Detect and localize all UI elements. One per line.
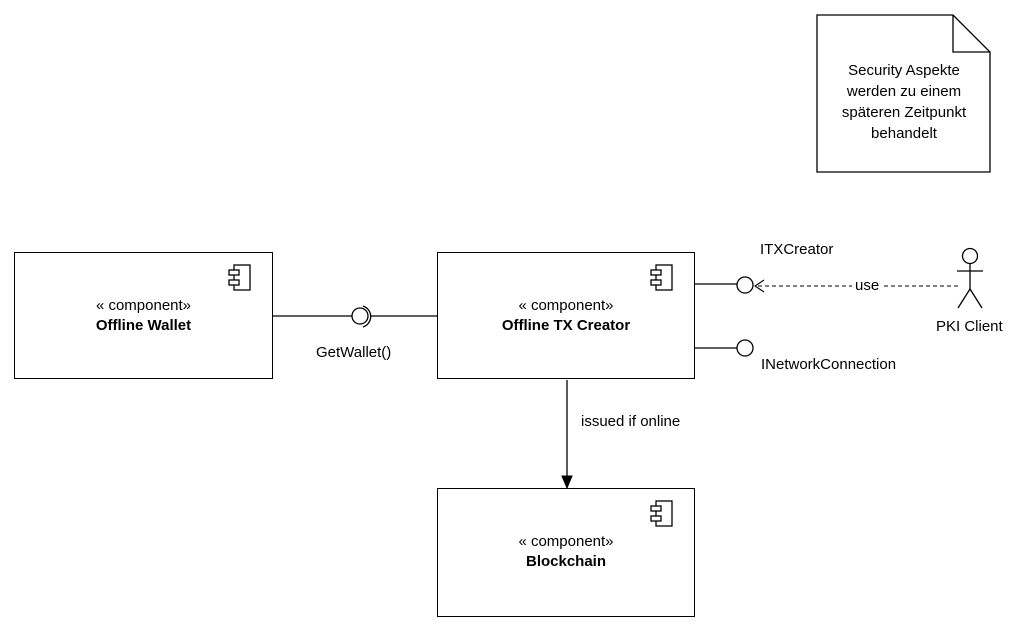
offline-wallet-component[interactable]: « component» Offline Wallet <box>14 252 273 379</box>
network-lollipop <box>736 339 754 357</box>
offline-tx-creator-component[interactable]: « component» Offline TX Creator <box>437 252 695 379</box>
component-icon <box>228 264 251 291</box>
component-name: Offline Wallet <box>95 317 192 334</box>
note-shape <box>816 14 991 173</box>
getwallet-provided-lollipop <box>351 307 369 325</box>
getwallet-interface-label: GetWallet() <box>316 344 392 361</box>
itxcreator-lollipop <box>736 276 754 294</box>
stereotype-label: « component» <box>518 297 614 314</box>
use-dependency-arrowhead <box>754 279 765 293</box>
issued-relation-label: issued if online <box>581 413 681 430</box>
stereotype-label: « component» <box>518 533 614 550</box>
component-icon <box>650 264 673 291</box>
use-relation-label: use <box>852 277 883 294</box>
actor-name-label: PKI Client <box>936 318 1003 335</box>
security-note: Security Aspekte werden zu einem spätere… <box>818 60 990 144</box>
issued-arrowhead <box>561 475 573 490</box>
note-line: Security Aspekte <box>848 62 960 79</box>
network-interface-label: INetworkConnection <box>761 356 897 373</box>
stereotype-label: « component» <box>95 297 192 314</box>
component-icon <box>650 500 673 527</box>
itxcreator-interface-label: ITXCreator <box>760 241 834 258</box>
component-name: Offline TX Creator <box>501 317 631 334</box>
getwallet-required-socket <box>362 305 372 328</box>
actor-stick-figure <box>957 247 983 309</box>
note-line: werden zu einem <box>846 83 962 100</box>
component-name: Blockchain <box>525 553 607 570</box>
note-fold <box>952 15 990 53</box>
note-line: behandelt <box>871 125 937 142</box>
blockchain-component[interactable]: « component» Blockchain <box>437 488 695 617</box>
note-line: späteren Zeitpunkt <box>841 104 967 121</box>
